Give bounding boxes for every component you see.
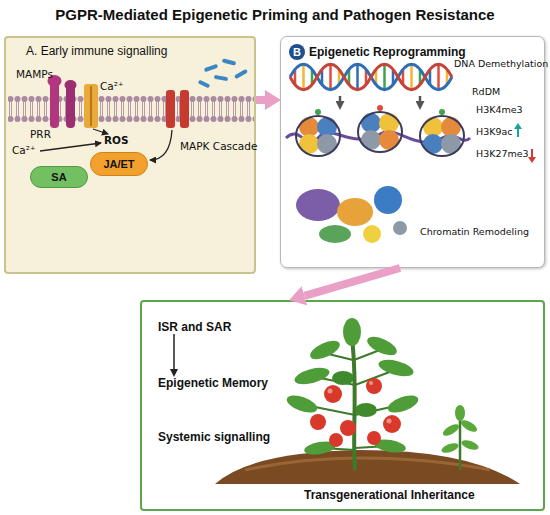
panel-heading: Epigenetic Reprogramming <box>309 44 466 60</box>
annotation-label: RdDM <box>472 86 500 97</box>
annotation-label: ROS <box>104 134 129 146</box>
flow-arrow <box>256 96 265 104</box>
annotation-label: H3K4me3 <box>476 104 523 115</box>
annotation-label: Chromatin Remodeling <box>420 226 529 237</box>
hormone-name: JA/ET <box>103 158 134 170</box>
flow-arrow <box>304 268 400 296</box>
outcome-step: Systemic signalling <box>158 430 270 444</box>
annotation-label: MAPK Cascade <box>180 140 257 152</box>
hormone-name: SA <box>51 171 66 183</box>
step-text: Epigenetic Memory <box>158 376 268 390</box>
step-text: ISR and SAR <box>158 320 231 334</box>
outcome-panel: Transgenerational Inheritance ISR and SAR… <box>140 300 545 511</box>
outcome-step: ISR and SAR <box>158 320 231 334</box>
panel-letter: B <box>289 44 305 60</box>
annotation-label: Ca²⁺ <box>12 144 36 156</box>
hormone-pill: SA <box>30 166 88 188</box>
outcome-step: Epigenetic Memory <box>158 376 268 390</box>
annotation-label: H3K9ac <box>476 126 513 137</box>
annotation-label: H3K27me3 <box>476 148 529 159</box>
annotation-label: Ca²⁺ <box>100 80 124 92</box>
annotation-label: DNA Demethylation <box>454 58 548 69</box>
panel-heading: A. Early immune signalling <box>26 44 167 58</box>
panel-caption: Transgenerational Inheritance <box>304 488 475 502</box>
annotation-label: PRR <box>30 128 51 140</box>
hormone-pill: JA/ET <box>90 152 148 176</box>
step-text: Systemic signalling <box>158 430 270 444</box>
diagram-title: PGPR-Mediated Epigenetic Priming and Pat… <box>0 6 550 23</box>
annotation-label: MAMPs <box>16 68 53 80</box>
